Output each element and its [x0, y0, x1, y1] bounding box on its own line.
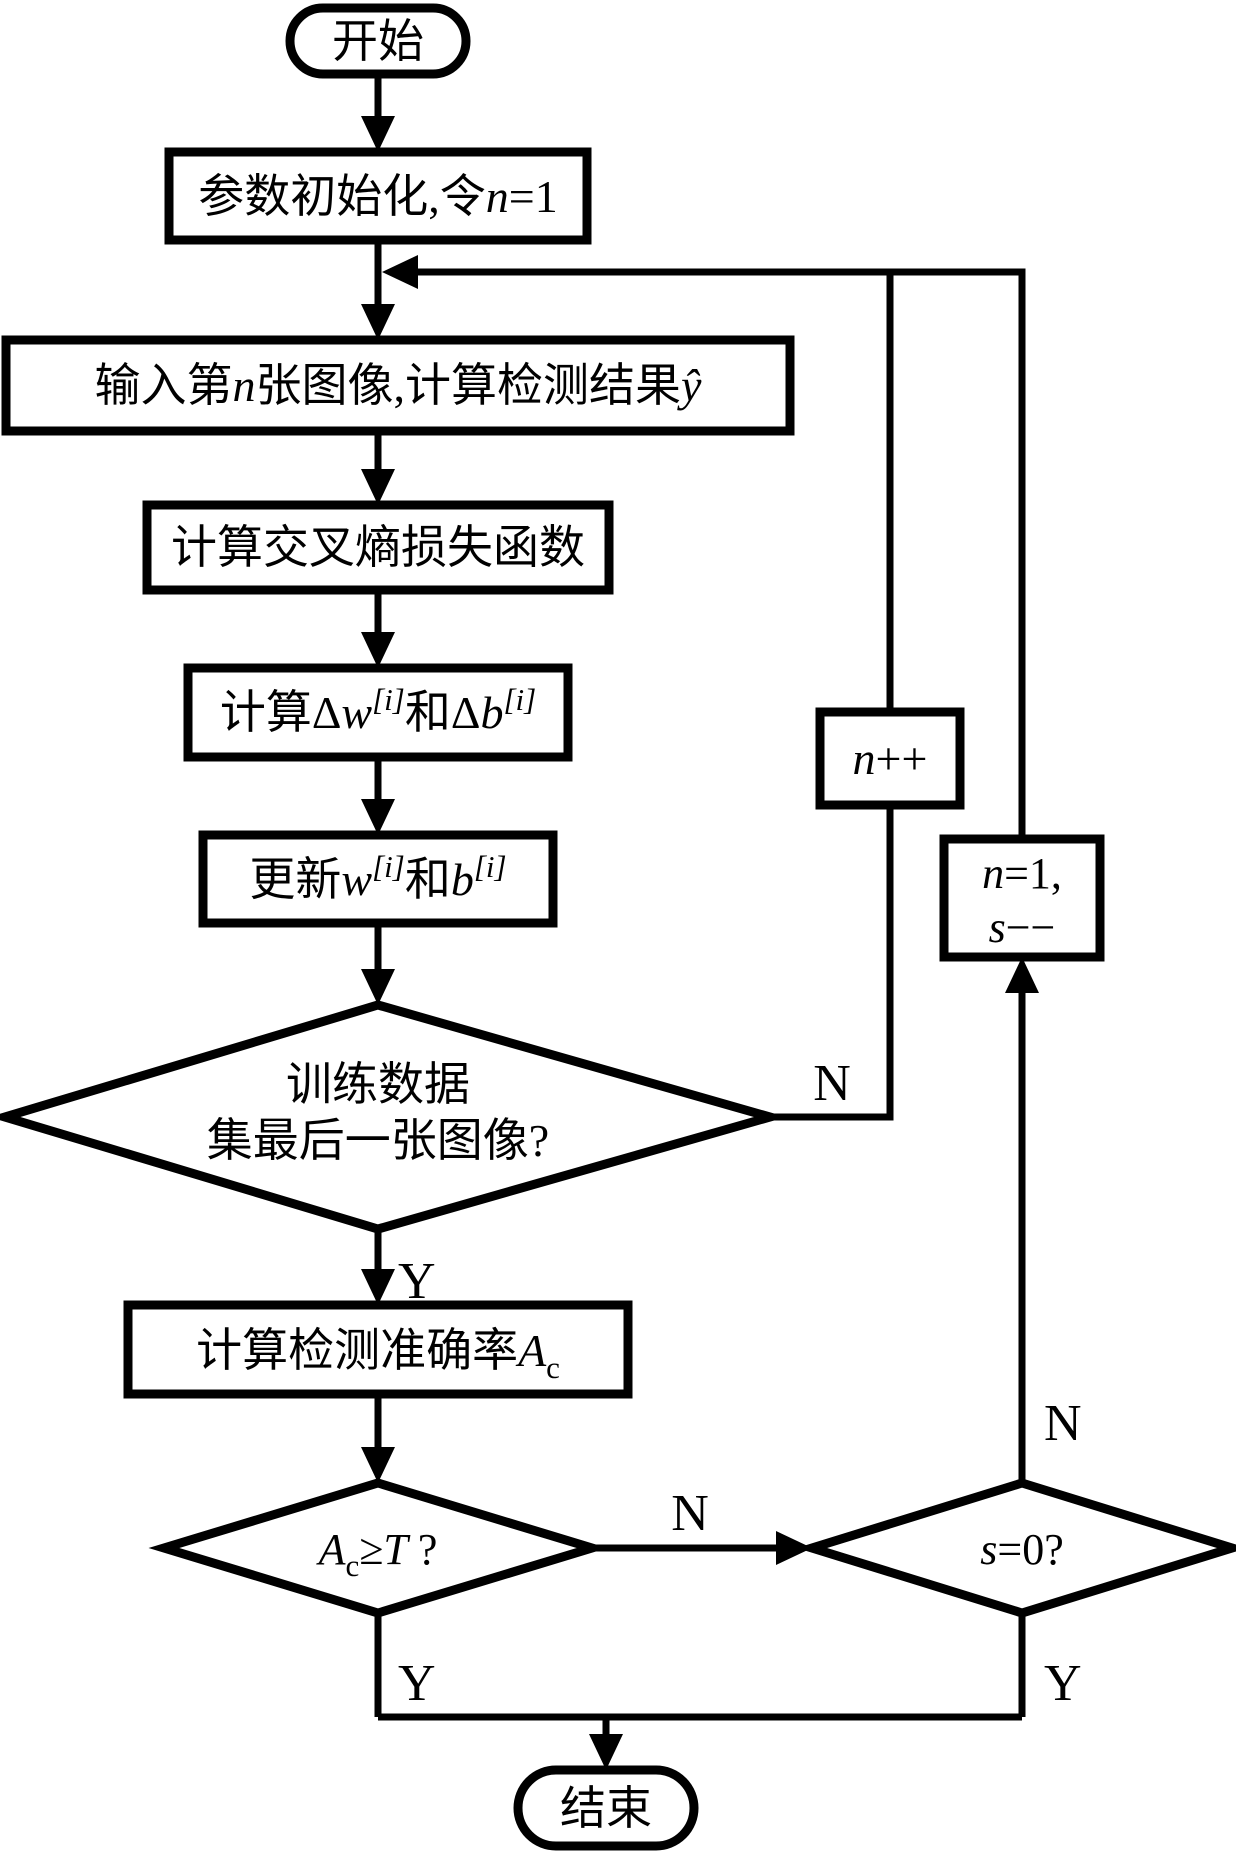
init-eq: =1	[509, 171, 558, 222]
grad-mid: 和Δ	[405, 687, 481, 738]
cross-entropy-box	[142, 500, 614, 595]
accuracy-check-label: Ac≥T?	[316, 1525, 438, 1583]
var-yhat: ŷ	[677, 360, 702, 411]
reset-line2: s−−	[989, 903, 1056, 952]
update-mid: 和	[405, 854, 451, 905]
var-s: s	[989, 903, 1006, 952]
sub-c: c	[546, 1350, 560, 1385]
var-s: s	[980, 1525, 997, 1574]
var-n: n	[486, 171, 509, 222]
input-image-box	[1, 335, 795, 436]
var-n: n	[982, 849, 1004, 898]
reset-eq: =1,	[1004, 849, 1062, 898]
var-b: b	[480, 687, 503, 738]
sup-i: [i]	[474, 849, 507, 884]
label-s-yes: Y	[1044, 1655, 1082, 1712]
var-b: b	[451, 854, 474, 905]
init-text: 参数初始化,令	[198, 171, 486, 222]
cross-entropy-label: 计算交叉熵损失函数	[171, 522, 585, 573]
s-check-label: s=0?	[980, 1525, 1063, 1574]
geq-op: ≥	[359, 1525, 383, 1574]
edge-lastimage-no-nincrement-loop	[770, 272, 894, 1121]
update-pre: 更新	[249, 854, 341, 905]
accuracy-decision	[148, 1478, 608, 1618]
n-increment-label: n++	[853, 733, 928, 784]
var-A: A	[515, 1325, 547, 1376]
update-label: 更新w[i]和b[i]	[249, 849, 506, 905]
arrowhead-into-scheck	[776, 1531, 812, 1565]
grad-pre: 计算Δ	[220, 687, 342, 738]
label-accuracy-yes: Y	[398, 1655, 436, 1712]
start-terminator	[285, 3, 471, 79]
sup-i: [i]	[372, 849, 405, 884]
end-label: 结束	[560, 1783, 652, 1834]
label-last-image-yes: Y	[398, 1253, 436, 1310]
input-label: 输入第n张图像,计算检测结果ŷ	[95, 360, 703, 411]
arrowhead-into-reset	[1005, 957, 1039, 993]
gradient-box	[183, 663, 573, 762]
increment-op: ++	[876, 733, 928, 784]
s-check-eq: =0?	[997, 1525, 1063, 1574]
var-T: T	[383, 1525, 411, 1574]
start-label: 开始	[332, 16, 424, 67]
label-last-image-no: N	[813, 1055, 851, 1112]
arrowhead-into-lastimage	[361, 969, 395, 1005]
n-increment-box	[815, 707, 965, 810]
arrowhead-into-acccheck	[361, 1447, 395, 1483]
s-zero-decision	[796, 1478, 1236, 1618]
reset-box	[939, 834, 1105, 962]
var-A: A	[316, 1525, 347, 1574]
sup-i: [i]	[372, 682, 405, 717]
label-accuracy-no: N	[671, 1485, 709, 1542]
arrowhead-loop-merge	[382, 255, 418, 289]
arrowhead-into-grad	[361, 632, 395, 668]
arrowhead-into-update	[361, 799, 395, 835]
arrowhead-into-end	[589, 1734, 623, 1770]
label-s-no: N	[1044, 1395, 1082, 1452]
accuracy-pre: 计算检测准确率	[196, 1325, 518, 1376]
last-image-decision	[0, 1000, 787, 1234]
accuracy-label: 计算检测准确率Ac	[196, 1325, 560, 1385]
input-mid: 张图像,计算检测结果	[256, 360, 682, 411]
var-w: w	[341, 854, 372, 905]
edge-reset-loopback	[414, 268, 1026, 839]
input-pre: 输入第	[95, 360, 233, 411]
arrowhead-into-input	[361, 304, 395, 340]
var-w: w	[341, 687, 372, 738]
sub-c: c	[345, 1548, 359, 1583]
last-image-line1: 训练数据	[286, 1059, 470, 1110]
reset-decrement: −−	[1006, 903, 1056, 952]
var-n: n	[853, 733, 876, 784]
accuracy-box	[123, 1300, 633, 1399]
last-image-line2: 集最后一张图像?	[207, 1115, 549, 1166]
question-mark: ?	[418, 1525, 438, 1574]
arrowhead-into-loss	[361, 469, 395, 505]
reset-line1: n=1,	[982, 849, 1062, 898]
init-label: 参数初始化,令n=1	[198, 171, 557, 222]
var-n: n	[233, 360, 256, 411]
update-weights-box	[198, 830, 558, 928]
sup-i: [i]	[503, 682, 536, 717]
arrowhead-into-init	[361, 116, 395, 152]
gradient-label: 计算Δw[i]和Δb[i]	[220, 682, 536, 738]
arrowhead-into-accuracy	[361, 1269, 395, 1305]
